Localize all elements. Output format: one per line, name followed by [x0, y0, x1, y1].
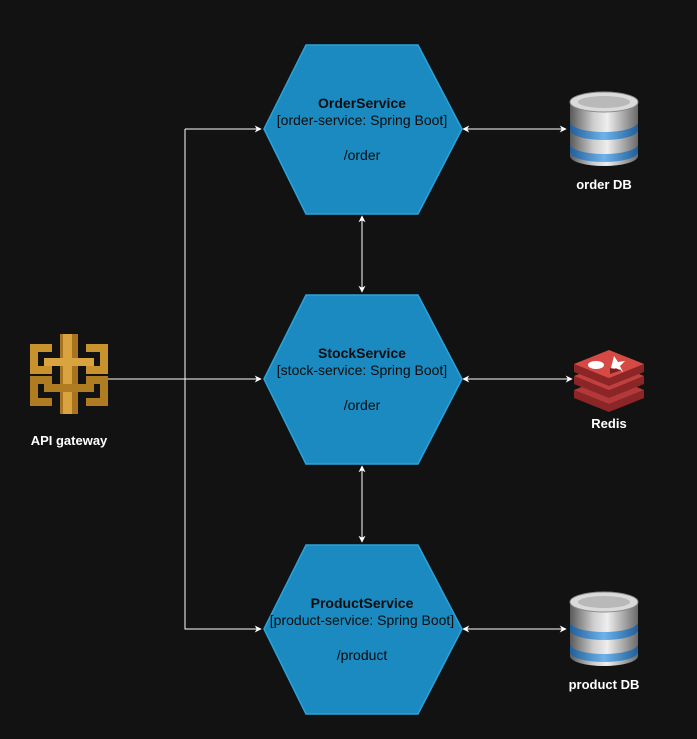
connector-gateway-product	[184, 379, 262, 633]
order-db-icon[interactable]	[569, 91, 639, 166]
product-service-path: /product	[336, 647, 388, 663]
order-service-hexagon[interactable]	[263, 44, 463, 215]
product-db-icon[interactable]	[569, 591, 639, 666]
order-service-path: /order	[343, 147, 381, 163]
order-service-subtitle: [order-service: Spring Boot]	[276, 112, 448, 128]
product-service-subtitle: [product-service: Spring Boot]	[269, 612, 455, 628]
product-service-label: ProductService [product-service: Spring …	[262, 595, 462, 664]
connector-gateway-trunk	[108, 129, 186, 380]
order-service-label: OrderService [order-service: Spring Boot…	[262, 95, 462, 164]
connectors	[108, 125, 573, 633]
stock-service-hexagon[interactable]	[263, 294, 463, 465]
order-service-title: OrderService	[318, 95, 406, 111]
api-gateway-icon[interactable]	[30, 334, 108, 414]
stock-service-path: /order	[343, 397, 381, 413]
product-service-title: ProductService	[310, 595, 414, 611]
stock-service-label: StockService [stock-service: Spring Boot…	[262, 345, 462, 414]
order-db-label: order DB	[576, 177, 632, 192]
redis-label: Redis	[591, 416, 627, 431]
stock-service-title: StockService	[318, 345, 406, 361]
api-gateway-label: API gateway	[30, 433, 108, 448]
product-db-label: product DB	[568, 677, 640, 692]
redis-icon[interactable]	[574, 350, 644, 412]
stock-service-subtitle: [stock-service: Spring Boot]	[276, 362, 448, 378]
product-service-hexagon[interactable]	[263, 544, 463, 715]
